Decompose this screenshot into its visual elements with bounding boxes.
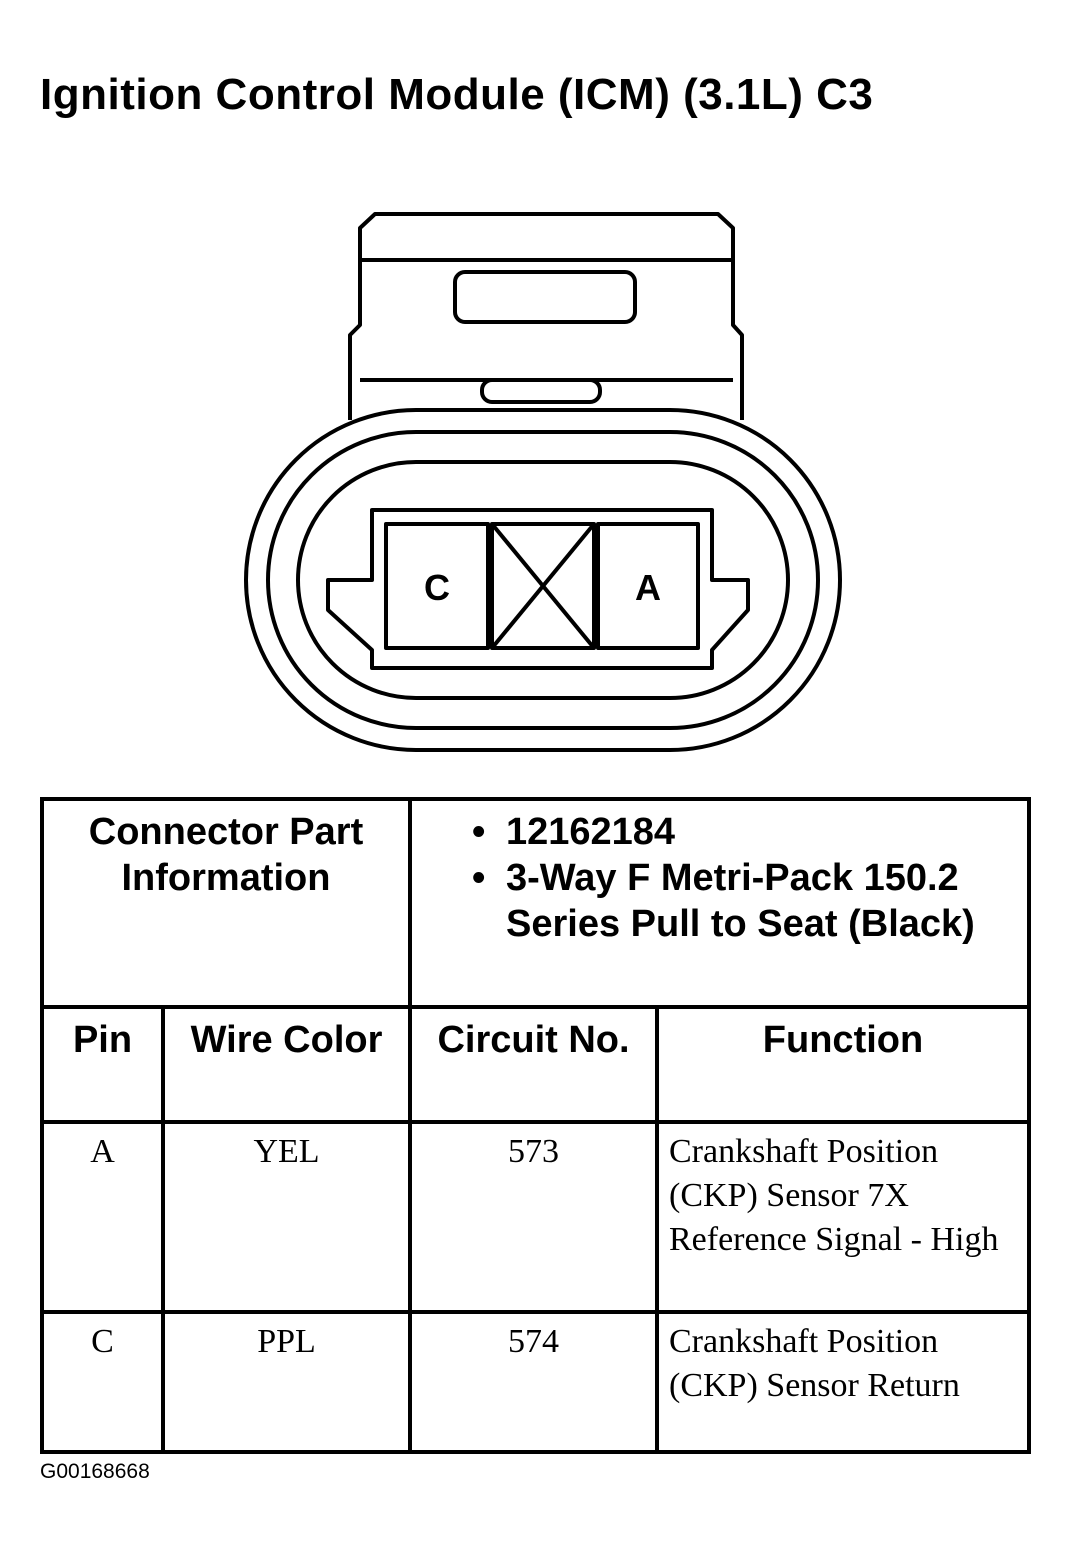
part-info-item: 3-Way F Metri-Pack 150.2 Series Pull to … (472, 855, 1017, 947)
cavity-c (384, 522, 490, 650)
pin-cell: A (40, 1120, 165, 1314)
table-row: A YEL 573 Crankshaft Position (CKP) Sens… (40, 1120, 1032, 1314)
pin-cell: C (40, 1310, 165, 1454)
connector-seal (296, 460, 790, 700)
wire-color-cell: PPL (161, 1310, 412, 1454)
column-header-wire-color: Wire Color (161, 1005, 412, 1124)
connector-inner-shell (266, 430, 820, 730)
figure-code: G00168668 (40, 1460, 150, 1483)
connector-outer-shell (244, 408, 842, 752)
cavity-a-label: A (635, 567, 661, 608)
part-info-list: 12162184 3-Way F Metri-Pack 150.2 Series… (407, 797, 1032, 1009)
connector-insert (326, 508, 750, 670)
connector-info-table: Connector Part Information 12162184 3-Wa… (40, 797, 1032, 1454)
cavity-a (596, 522, 700, 650)
function-cell: Crankshaft Position (CKP) Sensor Return (654, 1310, 1032, 1454)
wire-color-cell: YEL (161, 1120, 412, 1314)
table-row: C PPL 574 Crankshaft Position (CKP) Sens… (40, 1310, 1032, 1454)
connector-latch-tab (480, 378, 602, 404)
column-header-row: Pin Wire Color Circuit No. Function (40, 1005, 1032, 1124)
part-info-item: 12162184 (472, 809, 1017, 855)
part-info-label: Connector Part Information (40, 797, 412, 1009)
connector-latch-window (453, 270, 637, 324)
circuit-cell: 573 (408, 1120, 659, 1314)
function-cell: Crankshaft Position (CKP) Sensor 7X Refe… (654, 1120, 1032, 1314)
connector-latch-housing (348, 212, 744, 420)
connector-face-diagram: C A (244, 212, 842, 752)
cavity-c-label: C (424, 567, 450, 608)
column-header-pin: Pin (40, 1005, 165, 1124)
part-info-row: Connector Part Information 12162184 3-Wa… (40, 797, 1032, 1009)
column-header-function: Function (654, 1005, 1032, 1124)
column-header-circuit-no: Circuit No. (408, 1005, 659, 1124)
cavity-blocked-x2 (490, 522, 596, 650)
circuit-cell: 574 (408, 1310, 659, 1454)
diagram-title: Ignition Control Module (ICM) (3.1L) C3 (40, 70, 874, 119)
cavity-blocked (490, 522, 596, 650)
